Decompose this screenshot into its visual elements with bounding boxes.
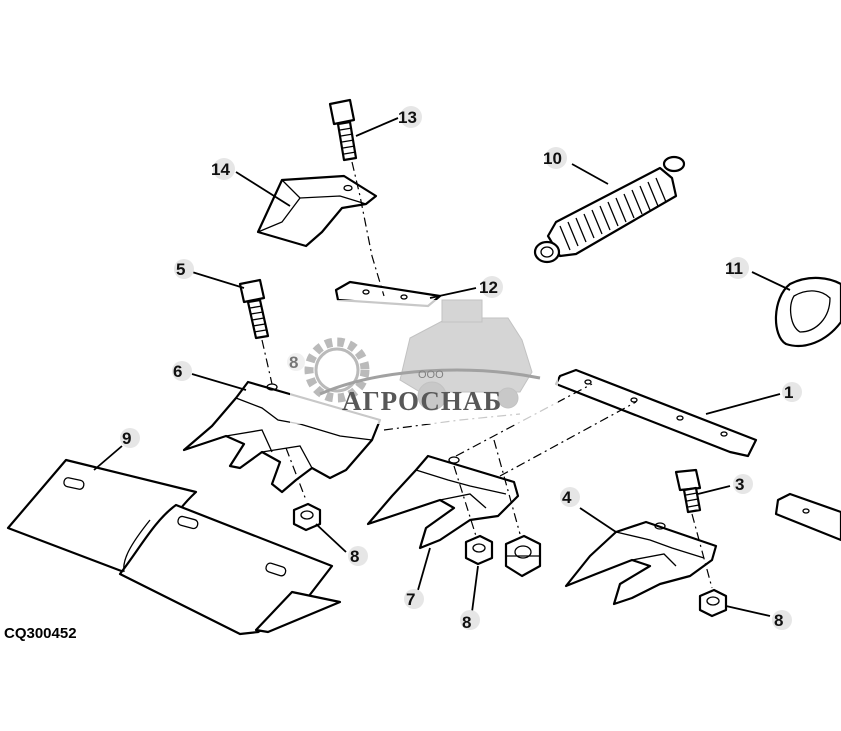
part-8-nut-d <box>698 588 728 618</box>
callout-8-b: 8 <box>462 613 471 632</box>
part-5-bolt <box>238 278 270 340</box>
callouts: 13 14 10 11 12 5 6 1 9 3 <box>93 106 802 632</box>
callout-8-d: 8 <box>774 611 783 630</box>
callout-8-c: 8 <box>289 353 298 372</box>
part-8-nut-c <box>504 534 542 578</box>
part-1-strip <box>554 368 758 458</box>
callout-14: 14 <box>211 160 230 179</box>
callout-12: 12 <box>479 278 498 297</box>
callout-4: 4 <box>562 488 572 507</box>
callout-3: 3 <box>735 475 744 494</box>
part-7-guard <box>366 454 520 550</box>
part-10-spring <box>533 155 686 264</box>
part-11-clip <box>774 276 841 348</box>
callout-13: 13 <box>398 108 417 127</box>
combine-harvester-icon <box>399 299 533 411</box>
part-strip-right <box>774 492 841 542</box>
callout-1: 1 <box>784 383 793 402</box>
callout-11: 11 <box>725 259 743 278</box>
drawing-code: CQ300452 <box>4 625 77 642</box>
part-13-bolt <box>328 98 358 162</box>
watermark: ООО АГРОСНАБ <box>290 299 558 424</box>
watermark-company-name: АГРОСНАБ <box>342 386 502 416</box>
callout-9: 9 <box>122 429 131 448</box>
part-4-guard <box>564 520 718 606</box>
callout-10: 10 <box>543 149 562 168</box>
watermark-prefix: ООО <box>418 369 444 381</box>
part-9-plate <box>6 458 342 636</box>
callout-7: 7 <box>406 590 415 609</box>
callout-5: 5 <box>176 260 185 279</box>
part-8-nut-a <box>292 502 322 532</box>
callout-6: 6 <box>173 362 182 381</box>
part-14-clip <box>256 174 378 248</box>
gear-logo-icon <box>304 337 370 403</box>
callout-8-a: 8 <box>350 547 359 566</box>
part-8-nut-b <box>464 534 494 566</box>
part-3-bolt <box>674 468 702 514</box>
